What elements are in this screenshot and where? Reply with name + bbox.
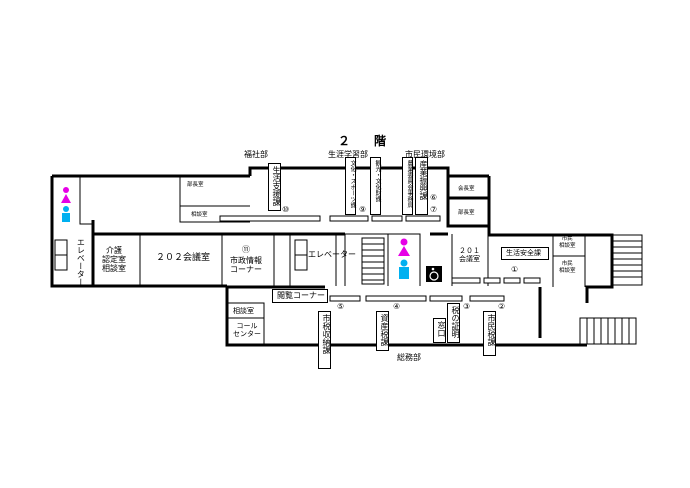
room-sodan-bottom-label: 相談室 (233, 307, 254, 315)
bunka-sports-label: 文化・スポーツ課 (345, 157, 356, 215)
number-2: ② (498, 302, 506, 311)
number-6: ⑥ (430, 193, 438, 202)
elevator-left-label: エレベーター (76, 238, 86, 286)
sangyo-shinko-label: 産業振興課 (415, 157, 428, 215)
room-bucho (179, 176, 250, 223)
wall-left-inner (79, 176, 93, 225)
label-somu: 総務部 (397, 353, 421, 362)
shizei-shuno-label: 市税収納課 (318, 311, 331, 369)
room-kaicho: 会長室 (458, 186, 475, 192)
number-5: ⑤ (337, 302, 345, 311)
wall-outer (50, 174, 250, 288)
room-elevator-center (289, 234, 337, 286)
label-shimin-kankyo: 市民環境部 (405, 150, 445, 159)
number-1: ① (511, 265, 519, 274)
zei-shomei-label: 税の証明 (447, 303, 460, 343)
room-201-label: ２０１ 会議室 (459, 247, 480, 264)
wheelchair-icon (426, 266, 442, 282)
room-bucho-left: 部長室 (187, 182, 204, 188)
seikatsu-shien-label: 生活支援課 (268, 163, 281, 211)
seikatsu-anzen-label: 生活安全課 (501, 247, 549, 260)
room-toilet-center (388, 233, 421, 286)
madoguchi-label: 窓口 (433, 318, 446, 343)
kanko-bunkazai-label: 観光・文化財課 (370, 157, 381, 215)
stairs-center (361, 237, 385, 285)
male-toilet-icon (62, 206, 70, 222)
female-toilet-icon (398, 238, 410, 256)
female-toilet-icon (61, 187, 71, 203)
room-sodan-bottom (227, 302, 265, 345)
shimin-sodan-2: 市民 相談室 (559, 261, 576, 274)
label-shogai: 生涯学習部 (328, 150, 368, 159)
shimin-zei-label: 市民税課 (483, 311, 496, 356)
wall-bottom (225, 287, 587, 347)
room-stairs-center (344, 233, 389, 286)
elevator-center-label: エレベーター (308, 250, 356, 259)
room-201 (451, 234, 489, 286)
room-shisei-label: 市政情報 コーナー (230, 256, 262, 275)
wall-top (248, 166, 489, 178)
number-4: ④ (393, 302, 401, 311)
call-center-label: コール センター (233, 322, 261, 339)
room-sodan-top-label: 相談室 (191, 212, 208, 218)
male-toilet-icon (399, 259, 409, 279)
counters (219, 215, 541, 302)
number-3: ③ (463, 302, 471, 311)
stairs-right (579, 234, 643, 345)
room-shimin-sodan (552, 235, 586, 287)
label-fukushi: 福社部 (244, 150, 268, 159)
room-bucho-right: 部長室 (458, 210, 475, 216)
floor-title: ２ 階 (338, 134, 393, 148)
shisei-number: ⑪ (242, 245, 250, 254)
wall-bottom-left (93, 284, 325, 289)
number-9: ⑨ (359, 205, 367, 214)
room-202-label: ２０２会議室 (156, 253, 211, 263)
shisan-zei-label: 資産税課 (376, 311, 389, 351)
nogyo-iinkai-label: 農業委員会事務局 (402, 157, 413, 215)
wall-right-block (446, 176, 614, 303)
number-10: ⑩ (282, 205, 290, 214)
etsuran-corner: 閲覧コーナー (272, 289, 328, 303)
number-7: ⑦ (430, 205, 438, 214)
shimin-sodan-1: 市民 相談室 (559, 236, 576, 249)
room-kaigo-label: 介護 認定室 相談室 (102, 246, 126, 274)
